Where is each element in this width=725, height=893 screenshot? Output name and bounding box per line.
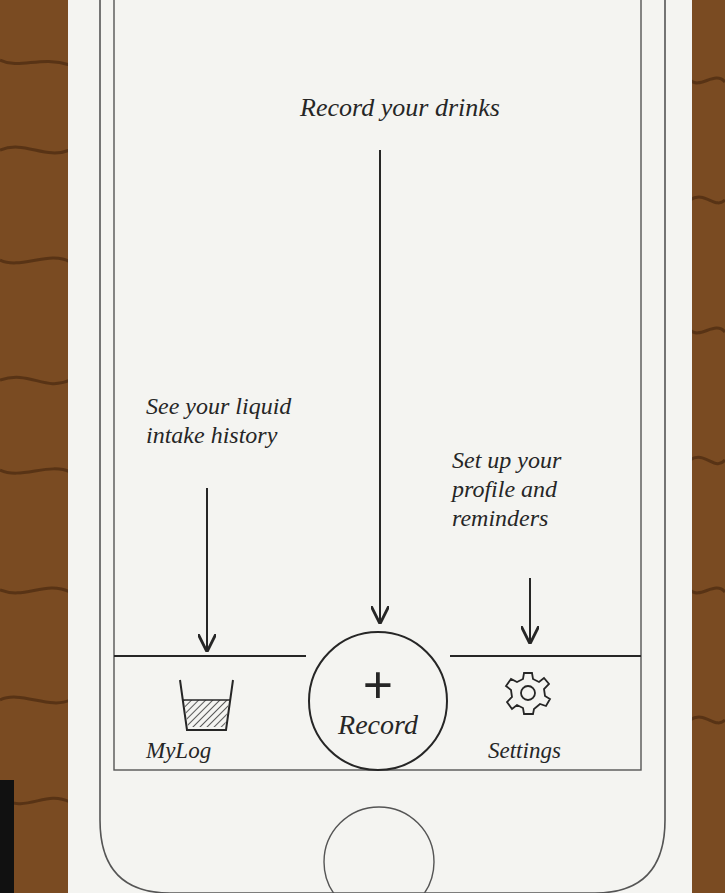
home-button	[324, 807, 434, 893]
tab-bar-line	[114, 655, 306, 657]
gear-icon	[506, 673, 550, 714]
annotation: See your liquid intake history	[146, 392, 296, 450]
record-button: +Record	[308, 631, 448, 771]
cup-icon	[180, 680, 233, 730]
button-label: Record	[338, 710, 418, 741]
tab-label: Settings	[488, 737, 618, 765]
tab-label: MyLog	[146, 737, 246, 765]
paper	[68, 0, 692, 893]
phone-screen	[114, 0, 641, 770]
leader-arrow	[529, 578, 531, 642]
annotation: Set up your profile and reminders	[452, 446, 622, 532]
shadow	[0, 780, 14, 893]
tab-bar-line	[450, 655, 641, 657]
circle-outline	[309, 632, 447, 770]
leader-arrow	[206, 488, 208, 650]
leader-arrow	[379, 150, 381, 622]
plus-sign: +	[363, 661, 394, 710]
annotation: Record your drinks	[250, 92, 550, 123]
phone-outline	[100, 0, 665, 893]
